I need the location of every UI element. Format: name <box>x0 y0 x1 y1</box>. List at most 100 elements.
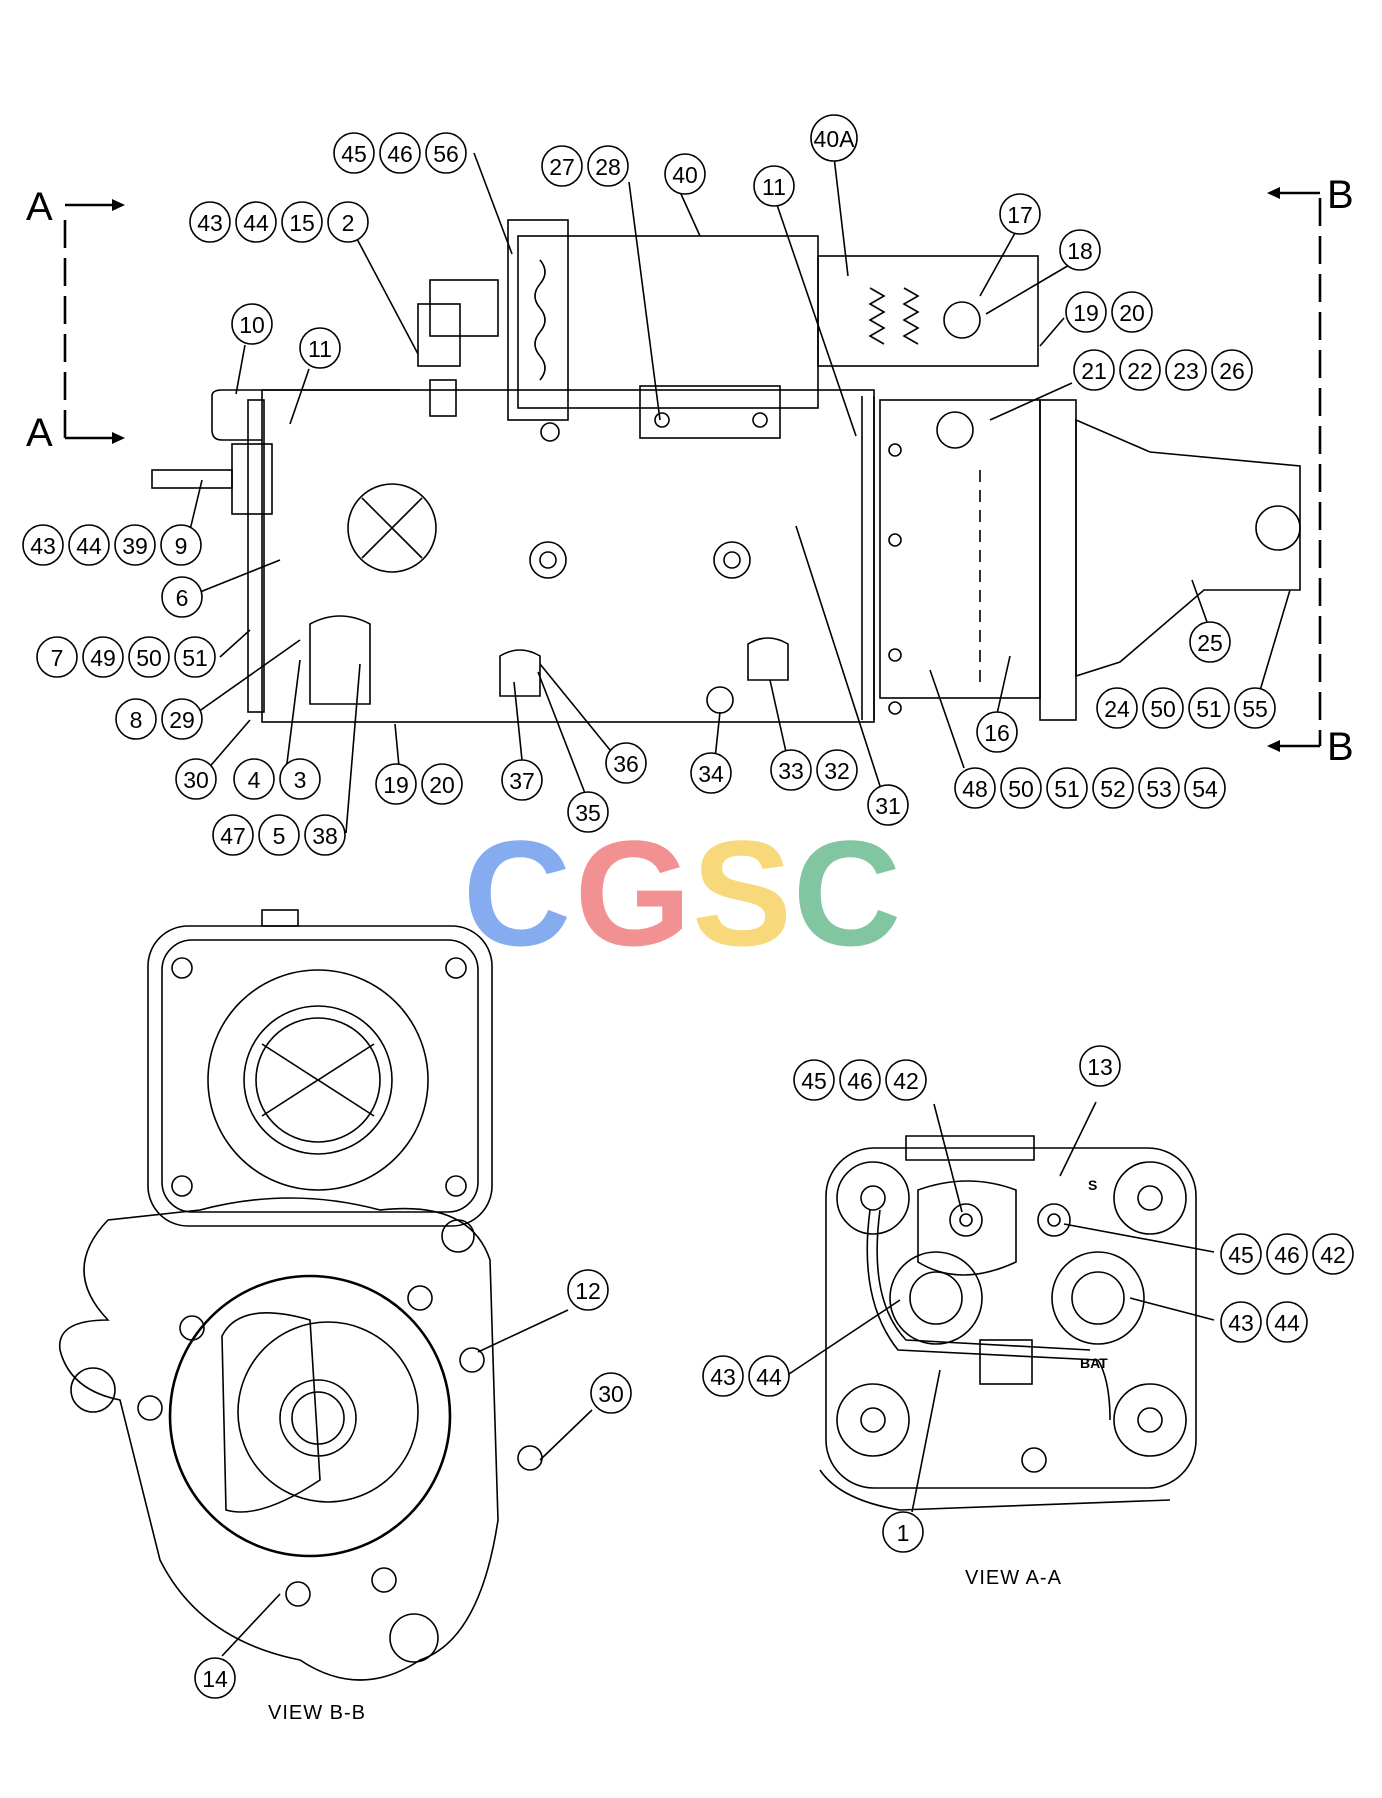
callout-51: 51 <box>1188 687 1230 729</box>
callout-14: 14 <box>194 1657 236 1699</box>
callout-circle <box>664 153 706 195</box>
callout-22: 22 <box>1119 349 1161 391</box>
callout-circle <box>68 524 110 566</box>
callout-50: 50 <box>1142 687 1184 729</box>
callout-circle <box>839 1059 881 1101</box>
callout-circle <box>1211 349 1253 391</box>
callout-number: 50 <box>1150 696 1176 722</box>
callout-circle <box>189 201 231 243</box>
callout-circle <box>1266 1301 1308 1343</box>
callout-circle <box>1165 349 1207 391</box>
callout-circle <box>231 303 273 345</box>
section-label-b-top: B <box>1327 173 1354 217</box>
callout-circle <box>567 1269 609 1311</box>
callout-43: 43 <box>1220 1301 1262 1343</box>
callout-number: 23 <box>1173 358 1199 384</box>
section-marker-b: B B <box>1267 173 1354 769</box>
callout-circle <box>82 636 124 678</box>
callout-13: 13 <box>1079 1045 1121 1087</box>
callout-circle <box>1092 767 1134 809</box>
callout-number: 24 <box>1104 696 1130 722</box>
callout-20: 20 <box>1111 291 1153 333</box>
callout-circle <box>567 791 609 833</box>
callout-number: 50 <box>136 645 162 671</box>
starter-side-view <box>151 219 1301 723</box>
callout-43: 43 <box>22 524 64 566</box>
callout-number: 44 <box>1274 1310 1300 1336</box>
leader-lines <box>187 152 1291 1657</box>
callout-number: 44 <box>756 1364 782 1390</box>
callout-number: 5 <box>273 823 286 849</box>
callout-12: 12 <box>567 1269 609 1311</box>
callout-number: 25 <box>1197 630 1223 656</box>
callout-43: 43 <box>189 201 231 243</box>
callout-number: 3 <box>294 767 307 793</box>
callout-5: 5 <box>258 814 300 856</box>
callout-circle <box>1220 1233 1262 1275</box>
callout-circle <box>160 524 202 566</box>
callout-37: 37 <box>501 759 543 801</box>
callout-circle <box>867 784 909 826</box>
callout-number: 45 <box>1228 1242 1254 1268</box>
view-a-a: BAT S <box>819 1135 1197 1511</box>
callout-51: 51 <box>1046 767 1088 809</box>
callout-number: 9 <box>175 533 188 559</box>
callout-23: 23 <box>1165 349 1207 391</box>
callout-number: 55 <box>1242 696 1268 722</box>
callout-number: 19 <box>1073 300 1099 326</box>
callout-number: 54 <box>1192 776 1218 802</box>
callout-circle <box>115 698 157 740</box>
callout-number: 44 <box>76 533 102 559</box>
callout-16: 16 <box>976 711 1018 753</box>
callout-number: 45 <box>341 141 367 167</box>
callout-circle <box>1096 687 1138 729</box>
callout-24: 24 <box>1096 687 1138 729</box>
callout-number: 47 <box>220 823 246 849</box>
callout-number: 1 <box>897 1520 910 1546</box>
callout-number: 46 <box>387 141 413 167</box>
callout-42: 42 <box>885 1059 927 1101</box>
callout-number: 21 <box>1081 358 1107 384</box>
callout-number: 20 <box>429 772 455 798</box>
callout-38: 38 <box>304 814 346 856</box>
callout-33: 33 <box>770 749 812 791</box>
view-label-b-b: VIEW B-B <box>268 1702 366 1724</box>
callout-circle <box>194 1657 236 1699</box>
callout-circle <box>605 742 647 784</box>
callout-number: 22 <box>1127 358 1153 384</box>
callout-circle <box>1065 291 1107 333</box>
section-label-a-bottom: A <box>26 411 53 455</box>
watermark-letter-1: C <box>463 809 571 977</box>
callout-number: 51 <box>182 645 208 671</box>
callout-45: 45 <box>1220 1233 1262 1275</box>
callout-36: 36 <box>605 742 647 784</box>
section-label-b-bottom: B <box>1327 725 1354 769</box>
callout-number: 19 <box>383 772 409 798</box>
callout-number: 26 <box>1219 358 1245 384</box>
callout-number: 52 <box>1100 776 1126 802</box>
callout-circle <box>1188 687 1230 729</box>
callout-number: 16 <box>984 720 1010 746</box>
callout-39: 39 <box>114 524 156 566</box>
terminal-label-s: S <box>1088 1177 1097 1193</box>
callout-circle <box>1220 1301 1262 1343</box>
watermark-letter-4: C <box>793 809 901 977</box>
callout-number: 11 <box>308 336 332 362</box>
callout-number: 31 <box>875 793 901 819</box>
callout-number: 27 <box>549 154 575 180</box>
callout-circle <box>421 763 463 805</box>
callout-circle <box>1266 1233 1308 1275</box>
callout-circle <box>1234 687 1276 729</box>
callout-number: 18 <box>1067 238 1093 264</box>
callout-number: 12 <box>575 1278 601 1304</box>
callout-number: 37 <box>509 768 535 794</box>
callout-8: 8 <box>115 698 157 740</box>
callout-40: 40 <box>664 153 706 195</box>
callout-number: 20 <box>1119 300 1145 326</box>
callout-31: 31 <box>867 784 909 826</box>
callout-51: 51 <box>174 636 216 678</box>
callout-19: 19 <box>1065 291 1107 333</box>
callout-number: 43 <box>1228 1310 1254 1336</box>
callout-50: 50 <box>128 636 170 678</box>
